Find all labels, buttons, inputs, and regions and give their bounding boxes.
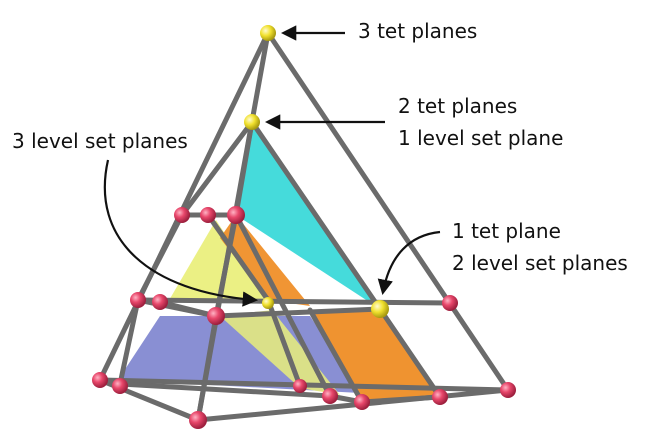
level-set-intersection-vertex	[262, 297, 274, 309]
node	[130, 292, 146, 308]
node	[200, 207, 216, 223]
node	[207, 307, 225, 325]
node	[442, 295, 458, 311]
node	[354, 394, 370, 410]
pink-nodes	[92, 206, 516, 429]
node	[432, 389, 448, 405]
arrow-right-vertex	[377, 230, 441, 296]
upper-inner-vertex	[244, 114, 260, 130]
label-top-vertex: 3 tet planes	[358, 19, 477, 43]
frame-rods	[97, 30, 511, 423]
yellow-face-lower	[220, 310, 340, 395]
node	[293, 379, 307, 393]
top-vertex	[260, 25, 276, 41]
node	[174, 207, 190, 223]
node	[322, 388, 338, 404]
arrow-left-vertex	[103, 159, 259, 307]
label-left-point: 3 level set planes	[12, 129, 188, 153]
orange-face-upper	[220, 215, 310, 306]
label-right-line1: 1 tet plane	[452, 219, 561, 243]
label-upper-line2: 1 level set plane	[398, 126, 563, 150]
node	[112, 378, 128, 394]
label-right-line2: 2 level set planes	[452, 251, 628, 275]
node	[92, 372, 108, 388]
node	[189, 411, 207, 429]
node	[152, 294, 168, 310]
cyan-face	[236, 122, 380, 309]
orange-face-lower	[310, 309, 440, 402]
annotation-arrows	[103, 25, 441, 307]
faces	[118, 122, 440, 402]
label-upper-line1: 2 tet planes	[398, 94, 517, 118]
edge-level-set-vertex	[371, 300, 389, 318]
node	[227, 206, 245, 224]
yellow-nodes	[244, 25, 389, 318]
yellow-face	[168, 220, 268, 302]
node	[500, 382, 516, 398]
